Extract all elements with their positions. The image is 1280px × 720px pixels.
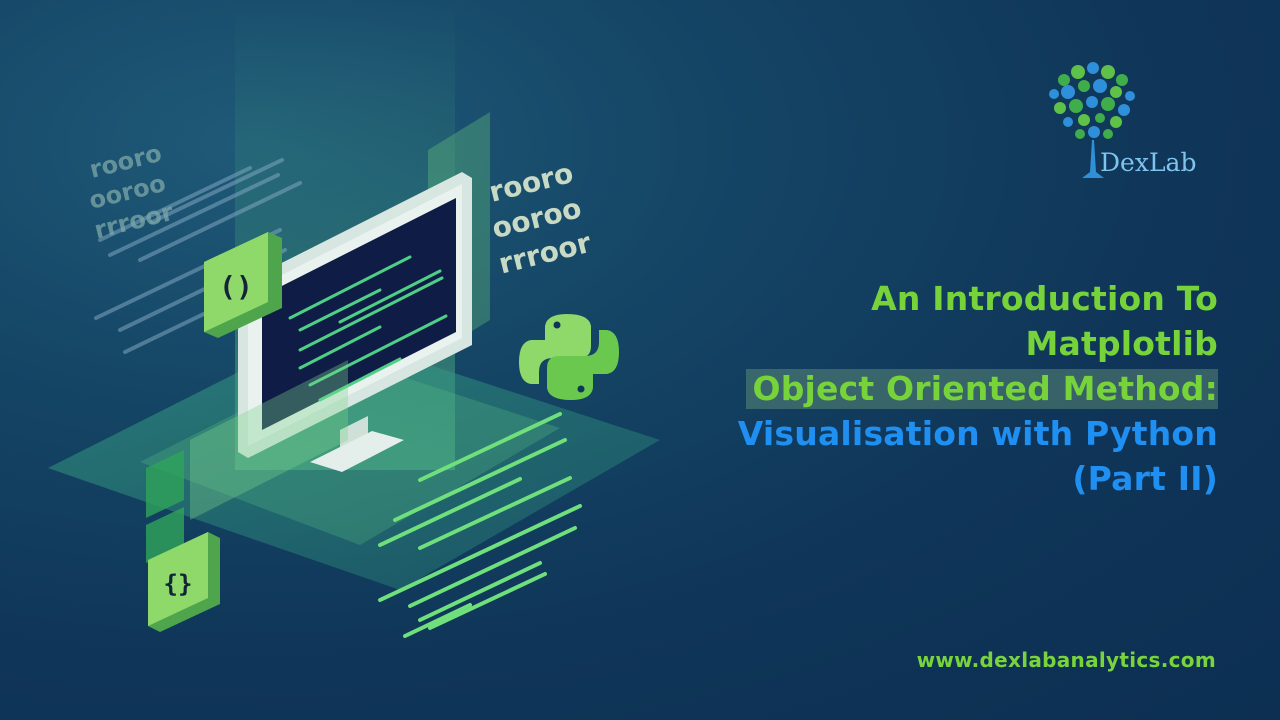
monitor-icon (238, 172, 472, 472)
brace-box-icon: {} (148, 532, 220, 632)
side-block-1 (146, 450, 184, 518)
python-logo-icon (519, 314, 619, 400)
title-block: An Introduction To Matplotlib Object Ori… (578, 276, 1218, 501)
brace-box-label: {} (164, 570, 193, 598)
title-line-2: Matplotlib (1025, 324, 1218, 363)
website-link[interactable]: www.dexlabanalytics.com (916, 648, 1216, 672)
code-lines-bottom (378, 412, 582, 638)
tree-logo-icon (1049, 62, 1135, 178)
title-line-1: An Introduction To (871, 279, 1218, 318)
title-line-3: Object Oriented Method: (746, 369, 1218, 409)
paren-box-label: () (219, 270, 253, 303)
paren-box-icon: () (204, 232, 282, 338)
binary-right: rooro ooroo rrroor (486, 156, 595, 280)
title-line-5: (Part II) (1072, 459, 1218, 498)
title-line-4: Visualisation with Python (737, 414, 1218, 453)
glass-panel-front (190, 360, 348, 520)
brand-logo-text: DexLab (1100, 148, 1197, 177)
